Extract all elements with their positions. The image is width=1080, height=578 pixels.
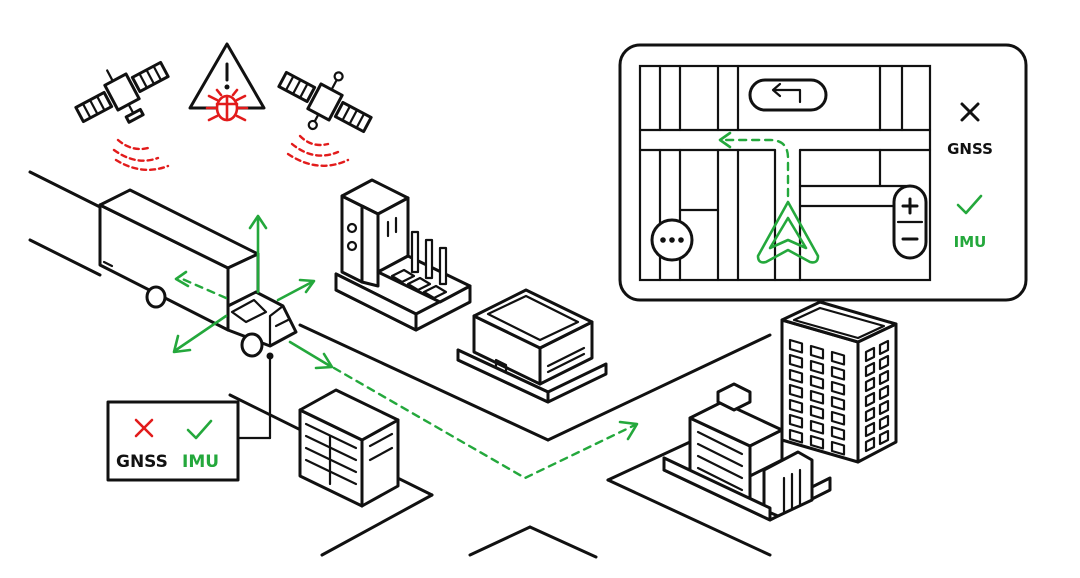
tower-window bbox=[809, 359, 825, 375]
navigation-display: GNSS IMU bbox=[618, 43, 1028, 302]
map-route bbox=[718, 131, 790, 198]
tower-window bbox=[864, 406, 876, 423]
turn-left-icon bbox=[771, 82, 802, 104]
tower-window bbox=[788, 353, 804, 369]
tower-window bbox=[830, 440, 846, 456]
tower-window bbox=[788, 338, 804, 354]
turn-instruction[interactable] bbox=[748, 78, 828, 112]
check-mark-icon bbox=[186, 419, 213, 440]
zoom-in-button[interactable] bbox=[901, 197, 919, 215]
tower-window bbox=[864, 391, 876, 408]
tower-window bbox=[830, 395, 846, 411]
tower-window bbox=[809, 434, 825, 450]
tower-window bbox=[788, 368, 804, 384]
tower-window bbox=[830, 380, 846, 396]
tower-window bbox=[878, 429, 890, 446]
tower-window bbox=[788, 413, 804, 429]
zoom-control bbox=[892, 184, 928, 260]
tower-window bbox=[788, 398, 804, 414]
x-mark-icon bbox=[960, 102, 980, 122]
tower-window bbox=[878, 414, 890, 431]
tower-window bbox=[809, 419, 825, 435]
truck bbox=[98, 188, 298, 358]
tower-window bbox=[809, 344, 825, 360]
vehicle-status-card: GNSS IMU bbox=[106, 352, 274, 482]
office-complex bbox=[662, 382, 832, 522]
display-gnss-label: GNSS bbox=[947, 140, 993, 158]
navigation-arrow-icon bbox=[756, 200, 820, 264]
map-streets bbox=[638, 64, 932, 282]
satellite-icon bbox=[277, 70, 373, 134]
tower-window bbox=[788, 383, 804, 399]
tower-window bbox=[830, 410, 846, 426]
check-mark-icon bbox=[956, 194, 983, 215]
tower-window bbox=[809, 374, 825, 390]
satellite-signal-waves bbox=[112, 138, 170, 172]
office-block-small bbox=[456, 288, 608, 404]
tower-window bbox=[830, 425, 846, 441]
x-mark-icon bbox=[134, 418, 154, 438]
display-imu-label: IMU bbox=[954, 233, 987, 251]
tower-window bbox=[878, 369, 890, 386]
tower-window bbox=[864, 436, 876, 453]
display-gnss-status: GNSS bbox=[947, 102, 993, 158]
factory-building bbox=[334, 178, 472, 332]
tower-building bbox=[780, 300, 898, 464]
tower-window bbox=[864, 376, 876, 393]
tower-window bbox=[878, 399, 890, 416]
satellite-signal-waves bbox=[286, 134, 350, 167]
tower-window bbox=[864, 346, 876, 363]
more-options-button[interactable] bbox=[650, 218, 694, 262]
tower-window bbox=[809, 389, 825, 405]
tower-window bbox=[788, 428, 804, 444]
satellite-icon bbox=[74, 60, 170, 124]
imu-axis-arrows bbox=[172, 214, 334, 370]
tower-window bbox=[878, 339, 890, 356]
tower-window bbox=[830, 350, 846, 366]
tower-window bbox=[878, 384, 890, 401]
tower-window bbox=[864, 421, 876, 438]
office-block-front bbox=[298, 388, 400, 508]
dead-reckoning-route bbox=[332, 366, 639, 480]
vehicle-gnss-label: GNSS bbox=[116, 452, 168, 472]
vehicle-imu-label: IMU bbox=[182, 452, 219, 472]
tower-window bbox=[809, 404, 825, 420]
display-imu-status: IMU bbox=[954, 194, 987, 251]
tower-window bbox=[830, 365, 846, 381]
warning-bug-icon bbox=[188, 42, 266, 122]
tower-window bbox=[878, 354, 890, 371]
tower-window bbox=[864, 361, 876, 378]
